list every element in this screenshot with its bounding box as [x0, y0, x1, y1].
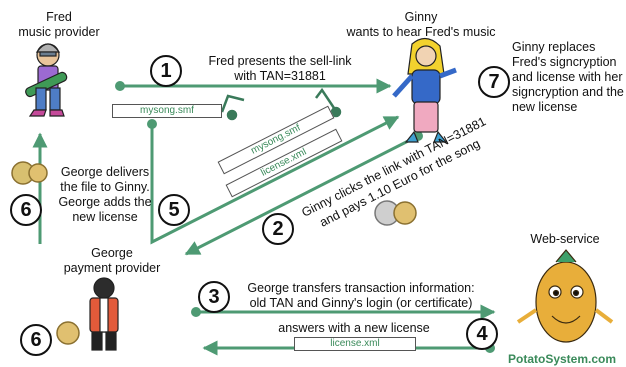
ginny-icon [392, 37, 457, 143]
music-note-icon [220, 94, 245, 121]
step-3-line-2: old TAN and Ginny's login (or certificat… [249, 296, 473, 310]
euro-coin-icon [374, 200, 417, 226]
fred-role: music provider [18, 25, 100, 39]
euro-coin-icon [56, 321, 80, 345]
step-7-line-2: Fred's signcryption [512, 55, 617, 69]
fred-name: Fred [46, 10, 72, 24]
step-7-text: Ginny replaces Fred's signcryption and l… [512, 40, 626, 130]
step-7-line-1: Ginny replaces [512, 40, 596, 54]
arrow-step-2 [184, 134, 419, 256]
step-1-badge: 1 [150, 55, 182, 87]
step-3-badge: 3 [198, 281, 230, 313]
ginny-name: Ginny [404, 10, 438, 24]
step-7-line-3: and license with her [512, 70, 623, 84]
webservice-name: Web-service [530, 232, 600, 246]
step-7-badge: 7 [478, 66, 510, 98]
webservice-brand: PotatoSystem.com [508, 352, 617, 366]
step-5-badge: 5 [158, 194, 190, 226]
step-6-badge: 6 [10, 194, 42, 226]
file-mysong-1: mysong.smf [112, 104, 222, 118]
step-5-line-1: George delivers [60, 165, 150, 179]
step-5-line-4: new license [72, 210, 138, 224]
file-license-2: license.xml [294, 337, 416, 351]
arrow-step-5 [150, 115, 400, 245]
step-7-line-4: signcryption and the [512, 85, 624, 99]
step-4-badge: 4 [466, 318, 498, 350]
euro-coin-icon [11, 161, 48, 185]
step-5-line-2: the file to Ginny. [60, 180, 150, 194]
step-1-line-2: with TAN=31881 [234, 69, 326, 83]
step-7-line-5: new license [512, 100, 578, 114]
music-note-icon [315, 87, 342, 118]
step-3-line-1: George transfers transaction information… [247, 281, 475, 295]
step-5-line-3: George adds the [58, 195, 152, 209]
ginny-role: wants to hear Fred's music [346, 25, 496, 39]
step-4-line-1: answers with a new license [278, 321, 430, 335]
fred-icon [25, 43, 68, 117]
step-1-line-1: Fred presents the sell-link [208, 54, 352, 68]
step-2-badge: 2 [262, 213, 294, 245]
george-role: payment provider [63, 261, 161, 275]
potato-mascot-icon [516, 249, 614, 343]
george-name: George [91, 246, 133, 260]
george-icon [89, 277, 119, 351]
step-6b-badge: 6 [20, 324, 52, 356]
